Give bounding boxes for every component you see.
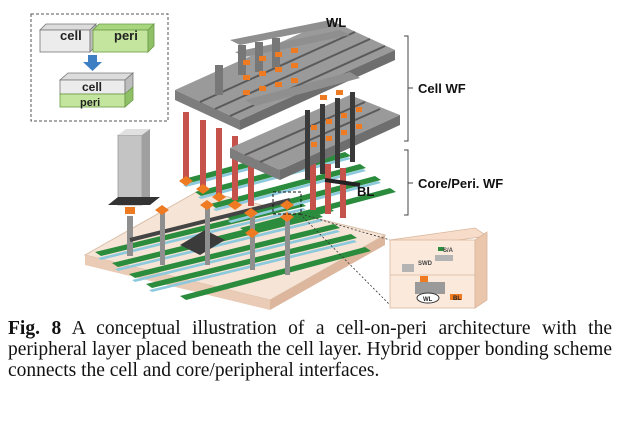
peri-contacts xyxy=(160,205,290,275)
detail-block: S/A SWD WL BL xyxy=(388,227,489,309)
detail-wl-label: WL xyxy=(423,297,433,303)
down-arrow-icon xyxy=(83,55,102,71)
core-peri-wf-label: Core/Peri. WF xyxy=(418,176,503,191)
inset-cell-stacked-label: cell xyxy=(82,80,102,94)
inset-cell-label: cell xyxy=(60,28,82,43)
peri-dark-block xyxy=(180,230,225,255)
caption-text: A conceptual illustration of a cell-on-p… xyxy=(8,318,612,381)
inset-diagram: cell peri cell peri xyxy=(30,13,169,122)
cell-wafer-front xyxy=(230,72,400,187)
cell-on-peri-illustration: cell peri cell peri xyxy=(30,13,503,310)
detail-sa-label: S/A xyxy=(443,248,454,254)
cell-wafer-back xyxy=(175,20,395,130)
annotations: WL BL Cell WF Core/Peri. WF xyxy=(326,15,503,216)
wl-label: WL xyxy=(326,15,346,30)
inset-peri-stacked-label: peri xyxy=(80,97,100,109)
caption-label: Fig. 8 xyxy=(8,318,62,339)
zoom-indicator xyxy=(272,191,391,306)
bonding-pillars xyxy=(183,112,346,218)
left-pillar xyxy=(108,129,160,256)
detail-bl-label: BL xyxy=(453,296,461,302)
detail-swd-label: SWD xyxy=(418,261,433,267)
figure-caption: Fig. 8 A conceptual illustration of a ce… xyxy=(8,318,612,381)
cell-wf-label: Cell WF xyxy=(418,81,466,96)
inset-peri-label: peri xyxy=(114,28,138,43)
bl-label: BL xyxy=(357,184,374,199)
